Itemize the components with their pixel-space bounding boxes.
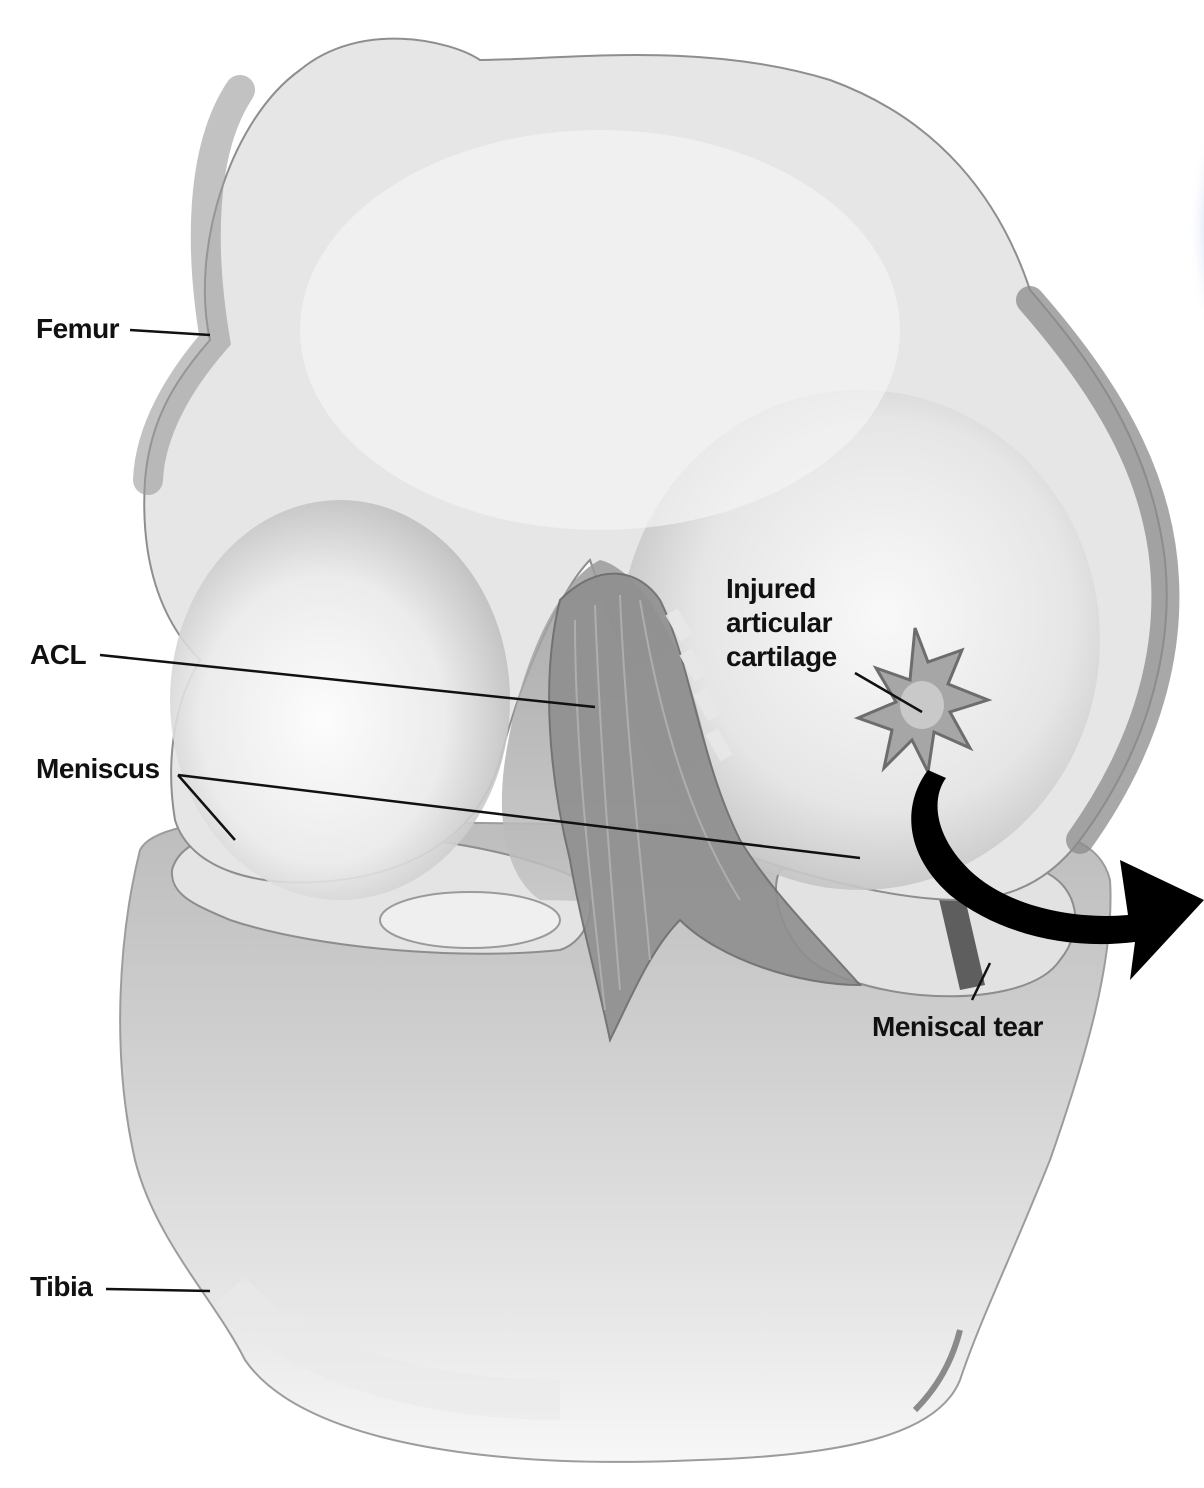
femur-leader xyxy=(130,330,210,335)
femur-left-condyle xyxy=(170,500,510,900)
label-tibia: Tibia xyxy=(30,1270,92,1304)
label-injured-line-2: articular xyxy=(726,606,837,640)
edge-tint xyxy=(1164,120,1204,340)
label-injured-line-1: Injured xyxy=(726,572,837,606)
label-injured-line-3: cartilage xyxy=(726,640,837,674)
label-meniscus: Meniscus xyxy=(36,752,160,786)
label-meniscal-tear: Meniscal tear xyxy=(872,1010,1043,1044)
tibia-leader xyxy=(106,1289,210,1291)
label-injured-articular-cartilage: Injured articular cartilage xyxy=(726,572,837,674)
meniscus-left-inner xyxy=(380,892,560,948)
label-femur: Femur xyxy=(36,312,119,346)
femur-highlight xyxy=(300,130,900,530)
label-acl: ACL xyxy=(30,638,86,672)
cartilage-defect-center xyxy=(900,681,944,729)
